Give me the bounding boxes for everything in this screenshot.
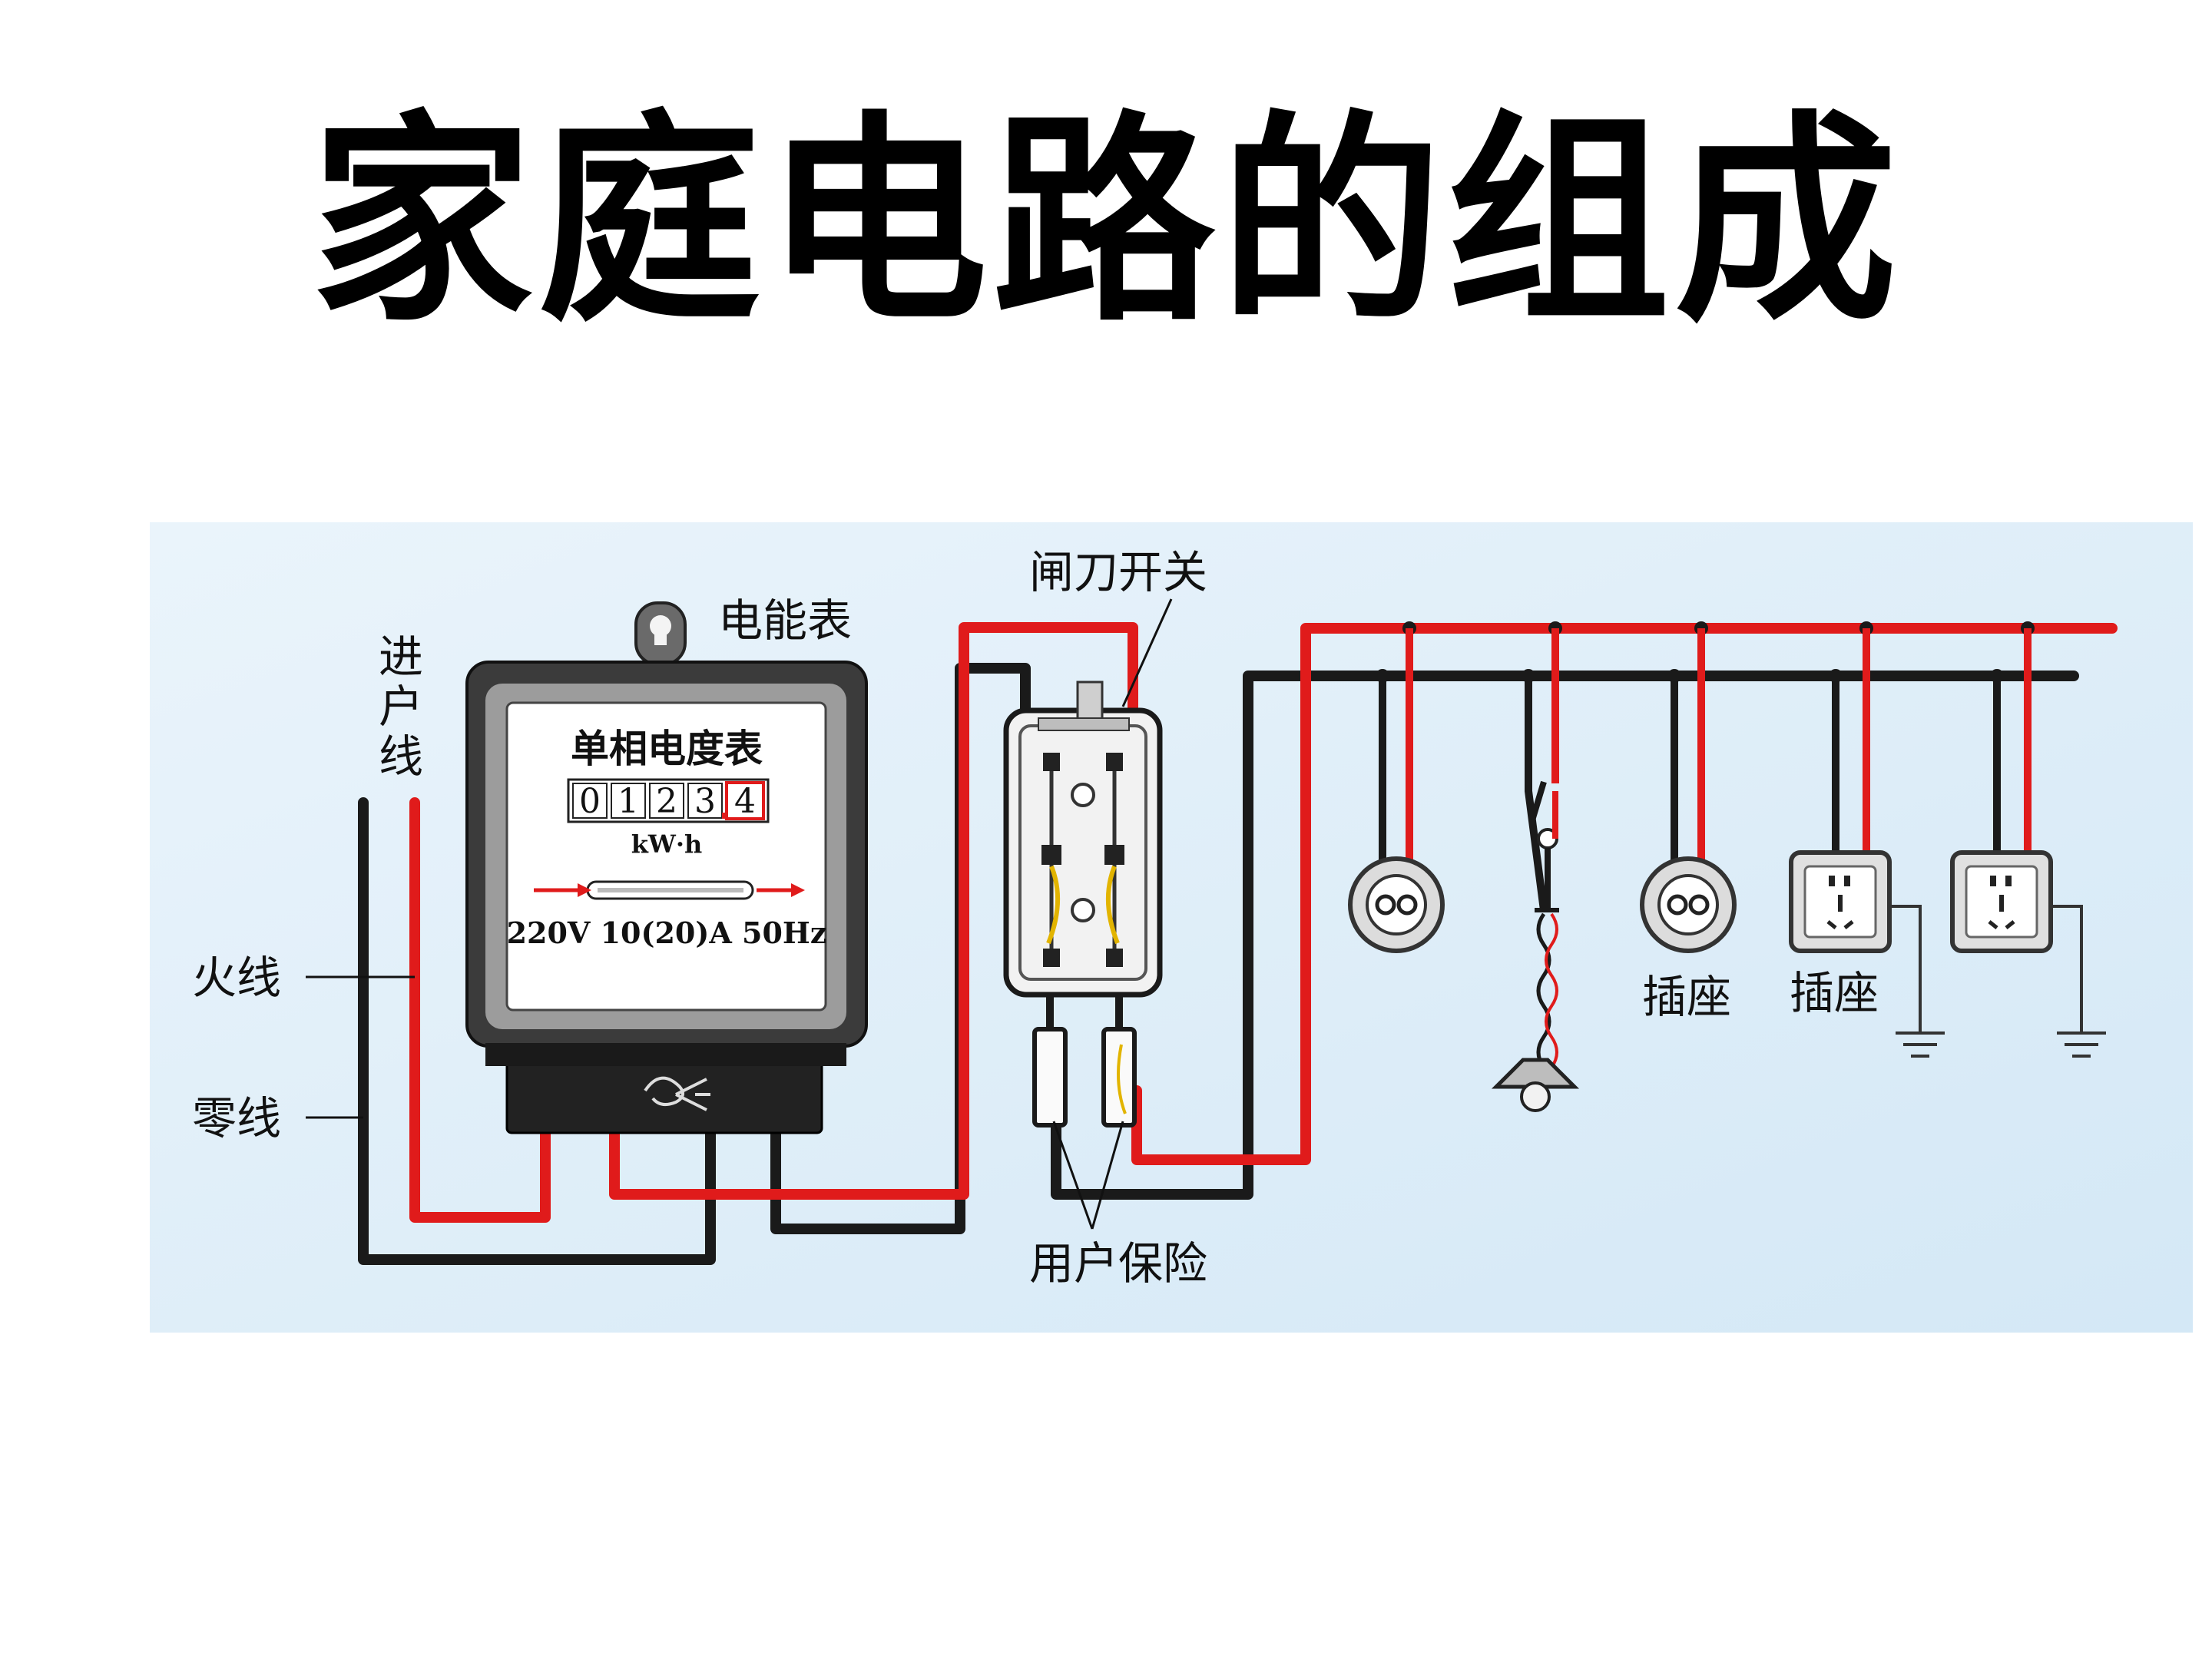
page-title: 家庭电路的组成 — [310, 93, 1902, 352]
pendant-lamp — [1491, 780, 1580, 1112]
incoming-line-label-3: 线 — [379, 730, 423, 783]
meter-rating: 220V 10(20)A 50Hz — [507, 916, 827, 950]
meter-name: 单相电度表 — [571, 727, 763, 771]
knife-switch-leader — [1121, 598, 1173, 707]
user-fuse-label: 用户保险 — [1029, 1237, 1207, 1290]
live-wire-label: 火线 — [192, 952, 281, 1004]
meter-digit-2: 2 — [656, 782, 677, 821]
incoming-line-label-2: 户 — [379, 680, 423, 733]
meter-digit-0: 0 — [579, 782, 601, 821]
round-socket-2 — [1640, 856, 1737, 953]
round-socket-1 — [1348, 856, 1445, 953]
energy-meter — [465, 601, 868, 1134]
socket-label-1: 插座 — [1642, 971, 1731, 1023]
meter-digit-3: 3 — [694, 782, 716, 821]
live-wires — [409, 622, 2118, 1223]
three-pin-socket-2 — [1950, 850, 2106, 1058]
socket-label-2: 插座 — [1790, 967, 1879, 1019]
meter-label: 电能表 — [718, 594, 852, 647]
knife-switch — [1003, 680, 1163, 1128]
load-drops-neutral — [1379, 676, 2001, 911]
meter-digit-4: 4 — [734, 782, 756, 821]
meter-digit-1: 1 — [618, 782, 639, 821]
load-drops-live — [1406, 628, 2032, 868]
three-pin-socket-1 — [1789, 850, 1945, 1058]
incoming-line-label-1: 进 — [379, 631, 423, 683]
neutral-wire-label: 零线 — [192, 1092, 281, 1144]
fuse-leader — [1052, 1121, 1124, 1230]
knife-switch-label: 闸刀开关 — [1029, 546, 1207, 598]
meter-seal-icon — [644, 1076, 710, 1111]
meter-unit: kW·h — [631, 830, 703, 859]
